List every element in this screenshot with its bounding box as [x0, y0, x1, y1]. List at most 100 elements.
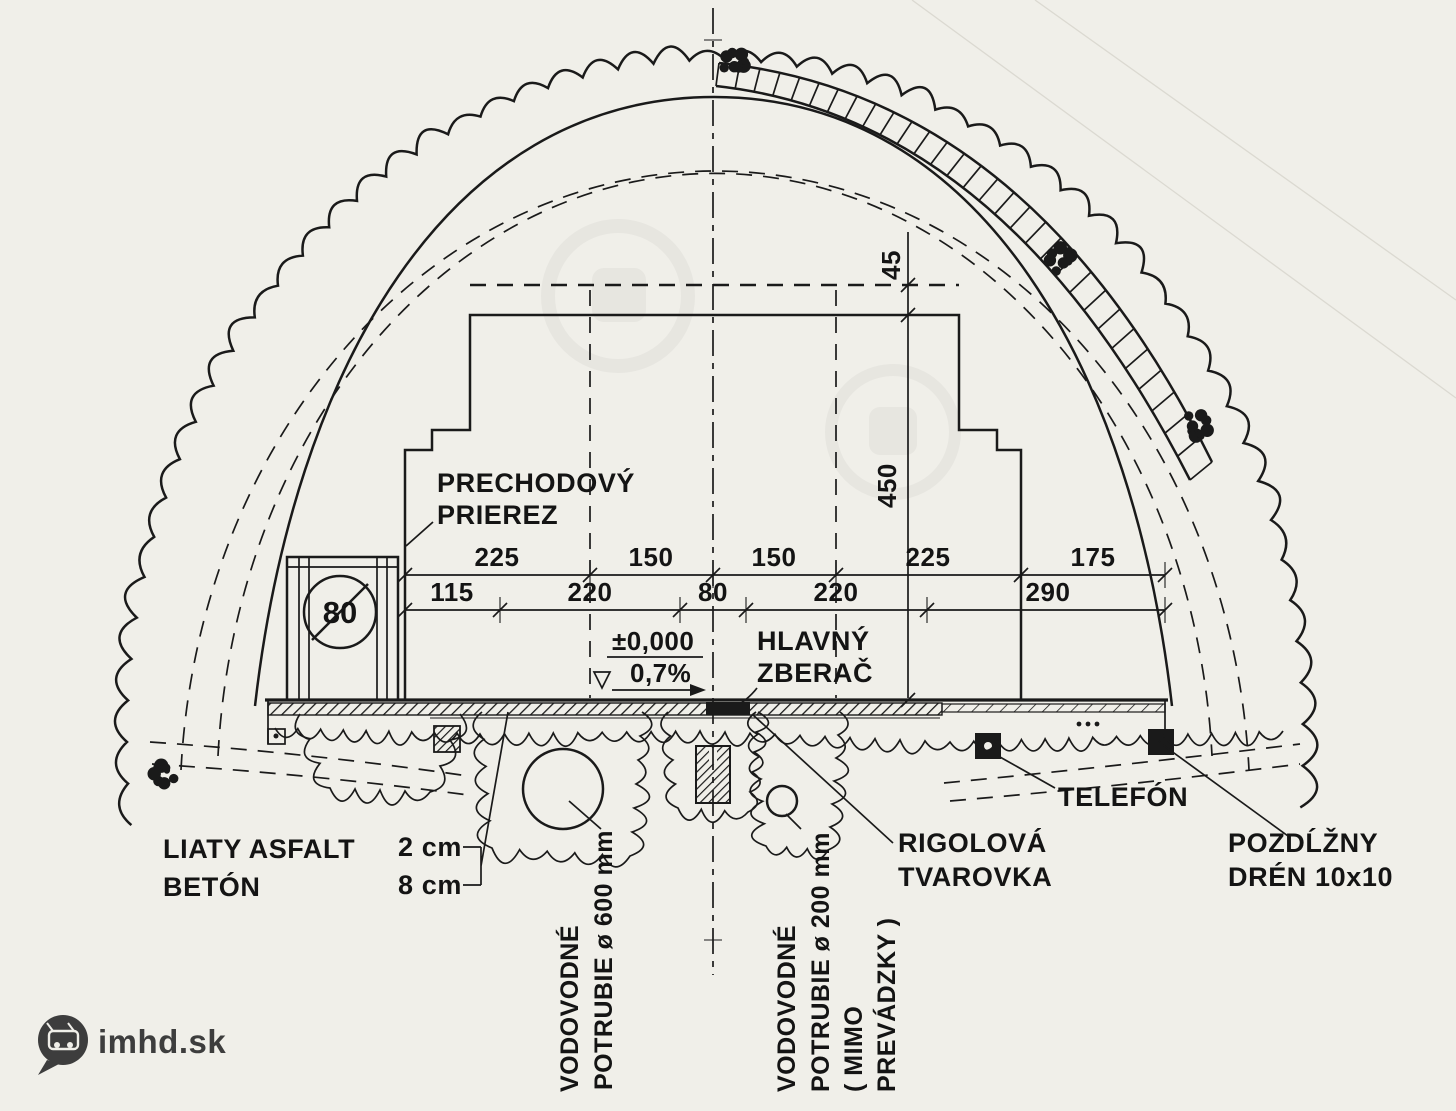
label-pipe600-1: VODOVODNÉ	[555, 925, 584, 1092]
label-liaty-1: LIATY ASFALT	[163, 834, 355, 864]
pipe200-excavation-pocket	[746, 711, 850, 861]
lining-tile-mark	[1083, 289, 1107, 312]
label-pipe600-2: POTRUBIE ø 600 mm	[590, 830, 618, 1090]
lining-tile-mark	[1039, 237, 1062, 260]
bus-wheel-icon	[67, 1042, 73, 1048]
lining-tile-mark	[844, 95, 858, 120]
rock-bolt-cluster	[720, 50, 733, 63]
label-telefon: TELEFÓN	[1058, 781, 1188, 812]
lining-tile-mark	[1054, 253, 1077, 276]
lining-tile-mark	[994, 191, 1015, 215]
lining-tile-mark	[790, 77, 801, 101]
leader-zberac	[727, 687, 758, 713]
rock-bolt-cluster	[158, 777, 171, 790]
dimension-lines: 225 150 150 225 175 115 220 80 220 290 4…	[397, 250, 1173, 623]
lining-tile-mark	[1009, 206, 1031, 229]
speed-limit-sign	[302, 574, 378, 650]
lining-tile-mark	[826, 88, 839, 113]
lining-tile-mark	[1024, 221, 1047, 244]
dim-value-vertical: 450	[872, 463, 902, 508]
rock-bolt-cluster	[741, 57, 749, 66]
lining-tile-mark	[1177, 437, 1201, 457]
lining-band-outer-edge	[718, 61, 1214, 463]
centerline	[704, 8, 722, 975]
watermark-logo-icon	[592, 268, 646, 322]
centerline-ticks	[704, 39, 722, 941]
drain-block-hole	[984, 742, 992, 750]
label-rigolova-2: TVAROVKA	[898, 862, 1052, 892]
scan-crease-line	[911, 0, 1456, 399]
collector-excavation-pocket	[660, 711, 770, 824]
lining-tile-mark	[734, 65, 741, 89]
label-zberac-1: HLAVNÝ	[757, 625, 870, 656]
label-rigolova-1: RIGOLOVÁ	[898, 827, 1047, 858]
lining-tile-mark	[879, 111, 895, 136]
leader-telefon	[999, 756, 1056, 789]
clearance-profile	[403, 232, 1023, 708]
label-liaty-2: BETÓN	[163, 871, 261, 902]
label-dren-2: DRÉN 10x10	[1228, 861, 1393, 892]
dim-value: 290	[1026, 577, 1071, 607]
tunnel-lining-band	[715, 61, 1214, 481]
dim-value: 150	[752, 542, 797, 572]
water-pipe-200-circle	[765, 784, 799, 818]
dim-value: 115	[430, 577, 473, 607]
rock-bolt-cluster	[162, 763, 171, 772]
speed-limit-sign-slash	[311, 583, 369, 641]
dim-value: 225	[906, 542, 951, 572]
profile-dashed-verticals	[589, 290, 837, 698]
underground-dashed-line	[149, 741, 469, 777]
lining-tile-mark	[715, 62, 720, 87]
speed-limit-value: 80	[323, 595, 357, 630]
signal-niche: 80	[285, 555, 400, 702]
lining-tile-mark	[1138, 369, 1162, 390]
watermark-logo-icon	[541, 219, 695, 373]
clearance-profile-outline	[403, 313, 1023, 700]
label-pipe200-3: ( MIMO	[840, 1006, 868, 1092]
leader-asphalt-layers	[463, 711, 509, 886]
lining-tile-mark	[861, 103, 877, 127]
duct-hole	[1085, 721, 1091, 727]
excavation-dashed-arcs	[149, 170, 1301, 802]
scan-artifacts	[911, 0, 1456, 399]
pavement-hatch-band-thin	[941, 703, 1166, 713]
label-pipe200-2: POTRUBIE ø 200 mm	[807, 832, 835, 1092]
tunnel-arch-line	[253, 95, 1174, 707]
imhd-logo-icon	[38, 1060, 59, 1075]
rock-bolt-cluster	[1194, 409, 1208, 422]
leader-rigolova	[751, 713, 894, 844]
underground-dashed-line	[151, 763, 469, 796]
dim-value: 225	[475, 542, 520, 572]
rock-bolt-cluster	[1200, 423, 1214, 437]
label-prechodovy-1: PRECHODOVÝ	[437, 467, 635, 498]
lining-tile-mark	[753, 68, 761, 92]
lining-tile-mark	[896, 121, 913, 145]
underground-dashed-line	[949, 763, 1301, 802]
label-pipe200-4: PREVÁDZKY )	[872, 917, 901, 1092]
lining-tile-mark	[1069, 271, 1092, 294]
excavation-boundary	[113, 45, 1319, 827]
dim-value-vertical: 45	[876, 250, 906, 280]
label-dren-1: POZDĹŽNY	[1228, 827, 1378, 858]
leader-pipe600	[568, 800, 602, 830]
lining-tile-mark	[1189, 461, 1213, 481]
lining-tile-mark	[1164, 413, 1188, 434]
scan-crease-line	[1034, 0, 1456, 301]
rock-bolt-cluster	[153, 763, 161, 771]
underground-dashed-line	[943, 743, 1301, 784]
label-2cm: 2 cm	[398, 832, 462, 862]
lining-tile-mark	[929, 141, 948, 165]
rock-bolt-cluster	[719, 63, 729, 73]
leader-prechodovy	[405, 521, 434, 547]
dimension-baselines	[405, 574, 1165, 611]
level-marker-triangle	[592, 671, 612, 690]
rock-bolt-cluster	[734, 47, 749, 61]
bus-icon	[47, 1029, 80, 1051]
imhd-logo-icon	[38, 1015, 88, 1065]
water-pipe-600-circle	[521, 747, 605, 831]
imhd-logo-text: imhd.sk	[98, 1023, 226, 1060]
bus-wheel-icon	[54, 1042, 60, 1048]
lining-tile-mark	[978, 178, 999, 202]
lining-tile-mark	[771, 72, 781, 96]
